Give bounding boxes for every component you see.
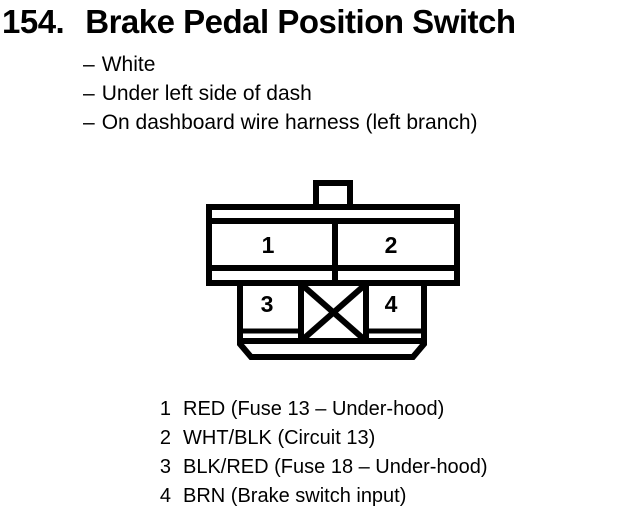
legend-row: 1 RED (Fuse 13 – Under-hood) xyxy=(156,395,488,424)
pin-4-label: 4 xyxy=(385,291,398,317)
detail-text: White xyxy=(101,53,156,76)
detail-dash: – xyxy=(83,53,95,76)
legend-pin-description: RED (Fuse 13 – Under-hood) xyxy=(183,398,445,420)
detail-list: – White – Under left side of dash – On d… xyxy=(83,50,478,137)
legend-row: 4 BRN (Brake switch input) xyxy=(156,482,488,511)
legend-pin-description: BLK/RED (Fuse 18 – Under-hood) xyxy=(183,456,488,478)
detail-text: On dashboard wire harness (left branch) xyxy=(101,111,478,134)
detail-line-location: – Under left side of dash xyxy=(83,79,478,108)
detail-line-color: – White xyxy=(83,50,478,79)
title-text: Brake Pedal Position Switch xyxy=(85,3,516,40)
legend-pin-number: 4 xyxy=(159,485,171,507)
pin-3-label: 3 xyxy=(261,291,274,317)
pin-1-label: 1 xyxy=(262,232,275,258)
legend-row: 2 WHT/BLK (Circuit 13) xyxy=(156,424,488,453)
page-title: 154. Brake Pedal Position Switch xyxy=(2,2,516,42)
blank-cavity-x-diagonal-2 xyxy=(299,281,368,344)
legend-pin-number: 2 xyxy=(159,427,171,449)
legend-row: 3 BLK/RED (Fuse 18 – Under-hood) xyxy=(156,453,488,482)
pin-2-label: 2 xyxy=(385,232,398,258)
legend-pin-number: 3 xyxy=(159,456,171,478)
legend-pin-description: BRN (Brake switch input) xyxy=(183,485,407,507)
detail-text: Under left side of dash xyxy=(101,82,312,105)
detail-line-harness: – On dashboard wire harness (left branch… xyxy=(83,108,478,137)
connector-tab xyxy=(313,180,353,210)
connector-diagram: 1 2 3 4 xyxy=(206,180,460,360)
legend-pin-number: 1 xyxy=(159,398,171,420)
pin-legend: 1 RED (Fuse 13 – Under-hood) 2 WHT/BLK (… xyxy=(156,395,488,511)
detail-dash: – xyxy=(83,82,95,105)
connector-body-lower xyxy=(237,283,427,360)
detail-dash: – xyxy=(83,111,95,134)
title-number: 154. xyxy=(2,3,65,40)
legend-pin-description: WHT/BLK (Circuit 13) xyxy=(183,427,376,449)
